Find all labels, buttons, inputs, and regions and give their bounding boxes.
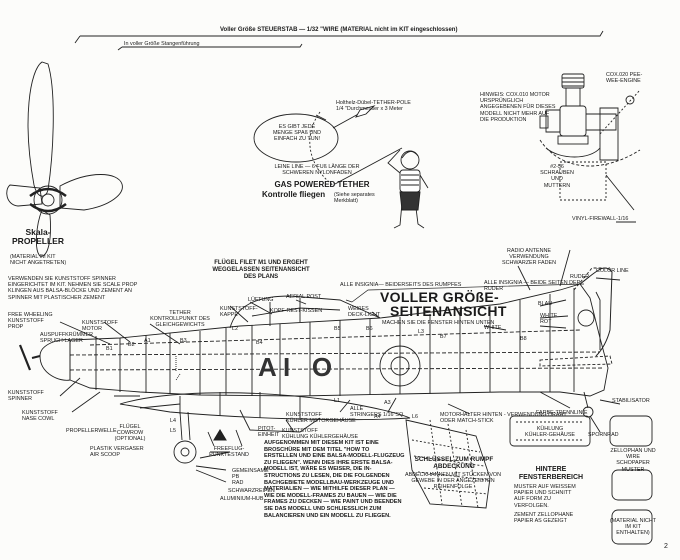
side-view-title-1: VOLLER GRÖßE- — [380, 289, 500, 305]
firewall-label: VINYL-FIREWALL-1/16 — [572, 216, 629, 222]
stabilizer-label: STABILISATOR — [612, 398, 650, 404]
blue-label: BLAU — [538, 301, 553, 307]
antenna-label: RADIO ANTENNE VERWENDUNG SCHWARZER FADEN — [501, 248, 556, 267]
station-letter: L2 — [232, 326, 238, 332]
fillet-note: FLÜGEL FILET M1 UND ERGEHT WEGGELASSEN S… — [212, 260, 310, 280]
prop-shaft-label: PROPELLERWELLE — [66, 428, 117, 434]
station-letter: B8 — [520, 336, 527, 342]
black-tire-label: SCHWARZREIFEN — [228, 488, 275, 494]
speech-bubble: ES GIBT JEDE MENGE SPAß UND EINFACH ZU T… — [272, 124, 322, 143]
scoop-cover-title: SCHLÜSSEL ZUM RUMPF ABDECKUNG — [414, 456, 494, 470]
pushrod-title: Voller Größe STEUERSTAB — 1/32 "WIRE (MA… — [220, 27, 458, 33]
tether-point-label: TETHER KONTROLLPUNKT DES GLEICHGEWICHTS — [150, 310, 210, 329]
instructions-text: AUFGENOMMEN MIT DIESEM KIT IST EINE BROS… — [264, 440, 405, 519]
plastic-motor-label: KUNSTSTOFF MOTOR — [82, 320, 118, 333]
side-view-title-2: SEITENANSICHT — [390, 303, 507, 319]
spinner-note: VERWENDEN SIE KUNSTSTOFF SPINNER EINGERI… — [8, 276, 138, 301]
station-letter: L4 — [170, 418, 176, 424]
station-letter: A3 — [384, 400, 391, 406]
station-letter: B7 — [440, 334, 447, 340]
pushrod-wire — [74, 30, 604, 51]
station-letter: B6 — [366, 326, 373, 332]
rear-window-note: MUSTER AUF WEISSEM PAPIER UND SCHNITT AU… — [514, 484, 576, 509]
fuselage-side-view — [18, 249, 621, 483]
rear-window-title: HINTERE FENSTERBEREICH — [518, 466, 584, 481]
cockpit-cushion-label: KOPF-REST-KISSEN — [270, 308, 323, 314]
common-label: GEMEINSAME PB — [232, 468, 269, 481]
station-letter: B5 — [334, 326, 341, 332]
canopy-label: KUNSTSTOFF- KAPPE — [220, 306, 258, 319]
nose-cowl-label: KUNSTSTOFF NASE COWL — [22, 410, 58, 423]
trim-line-label: FARBE-TRENNLINIE — [536, 410, 588, 416]
station-letter: L5 — [170, 428, 176, 434]
air-scoop-label: PLASTIK VERGASER AIR SCOOP — [90, 446, 144, 459]
window-patterns — [509, 415, 653, 545]
aerial-post-label: AERIAL POST — [286, 294, 322, 300]
tail-wheel-label: SPORNRAD — [588, 432, 619, 438]
motor-line-label: MOTORHALTER HINTEN - VERWENDUNG DRAHT OD… — [440, 412, 567, 425]
propeller-note: (MATERIAL IM KIT NICHT ANGETRETEN) — [10, 254, 67, 267]
screws-label: #2-56 SCHRAUBEN UND MUTTERN — [540, 164, 574, 189]
freewheel-label: FREE WHEELING KUNSTSTOFF PROP — [8, 312, 53, 331]
white-red-label: WHITE ROT — [540, 313, 558, 326]
station-letter: B3 — [180, 338, 187, 344]
hub-label: ALUMINIUM-HUB — [220, 496, 264, 502]
rudder-label: RUDER — [570, 274, 590, 280]
scoop-cover-note: ABDECKHANNEN MIT STÜCKEN VON GEWEBE IN D… — [404, 472, 502, 491]
cellophane-title: ZELLOPHAN UND WIRE SCHOPAPER MUSTER — [610, 448, 656, 473]
wing-skin-label: FLÜGEL COWROW (OPTIONAL) — [114, 424, 146, 443]
stringers-label: ALLE STRINGERS 1/16"SQ. — [350, 406, 405, 419]
engine-model: COX.020 PEE- WEE-ENGINE — [606, 72, 643, 85]
station-letter: A1 — [144, 338, 151, 344]
color-line-label: COLOR LINE — [596, 268, 629, 274]
tether-heading-1: GAS POWERED TETHER — [274, 180, 370, 189]
pushrod-guide-note: In voller Größe Stangenführung — [124, 41, 200, 47]
page-number: 2 — [664, 543, 668, 550]
insignia-note: ALLE INSIGNIA— BEIDERSEITS DES RUMPFES — [340, 282, 462, 288]
spinner-label: KUNSTSTOFF SPINNER — [8, 390, 44, 403]
insignia-rudder: ALLE INSIGNIA — BEIDE SEITEN DER RUDER — [484, 280, 581, 293]
tether-heading-note: (Siehe separates Merkblatt) — [334, 192, 375, 205]
radiator-fairing-label: KUNSTSTOFF KÜHLUNG KÜHLERGEHÄUSE — [282, 428, 359, 441]
white-label: WHITE — [484, 325, 502, 331]
exhaust-label: AUSPUFFKRÜMMER SPRUCH-LAGER — [40, 332, 94, 345]
engine-hint: HINWEIS: COX.010 MOTOR URSPRÜNGLICH ANGE… — [480, 92, 556, 123]
fuselage-lettering: A I O — [258, 352, 333, 382]
rear-window-note-2: ZEMENT ZELLOPHANE PAPIER AS GEZEIGT — [514, 512, 574, 525]
propeller-drawing — [6, 61, 123, 257]
station-letter: B1 — [106, 346, 113, 352]
white-cockpit-label: WEIßES DECK-LICHT — [348, 306, 381, 319]
propeller-title: Skala- PROPELLER — [12, 227, 64, 246]
tether-heading-2: Kontrolle fliegen — [262, 190, 326, 199]
tether-scene — [253, 105, 429, 229]
wheel-label: RAD — [232, 480, 244, 486]
station-letter: L1 — [334, 398, 340, 404]
station-letter: A4 — [374, 414, 381, 420]
window-note: MACHEN SIE DIE FENSTER HINTEN UNTEN — [382, 320, 495, 326]
line-note: LEINE LINE — 6 FUß LÄNGE DER SCHWEREN NY… — [274, 164, 360, 177]
free-flight-label: FREEFLUG- PUNKTESTAND — [209, 446, 249, 459]
cellophane-note: (MATERIAL NICHT IM KIT ENTHALTEN) — [609, 518, 657, 537]
vent-label: LÜFTUNG — [248, 297, 274, 303]
station-letter: B2 — [128, 342, 135, 348]
station-letter: B4 — [256, 340, 263, 346]
pitot-label: PITOT- EINHEIT — [258, 426, 280, 439]
cover-key-drawing — [405, 419, 491, 509]
radiator-housing-label: KUNSTSTOFF KÜHLER MOTORGEHÄUSE — [286, 412, 356, 425]
station-letter: L3 — [418, 329, 424, 335]
pole-note: Holthelz-Dübel-TETHER-POLE 1/4 "Durchmes… — [336, 100, 411, 113]
engine-drawing — [539, 73, 641, 211]
station-letter: L6 — [412, 414, 418, 420]
rear-window-side-label: KÜHLUNG KÜHLER-GEHÄUSE — [524, 426, 576, 439]
